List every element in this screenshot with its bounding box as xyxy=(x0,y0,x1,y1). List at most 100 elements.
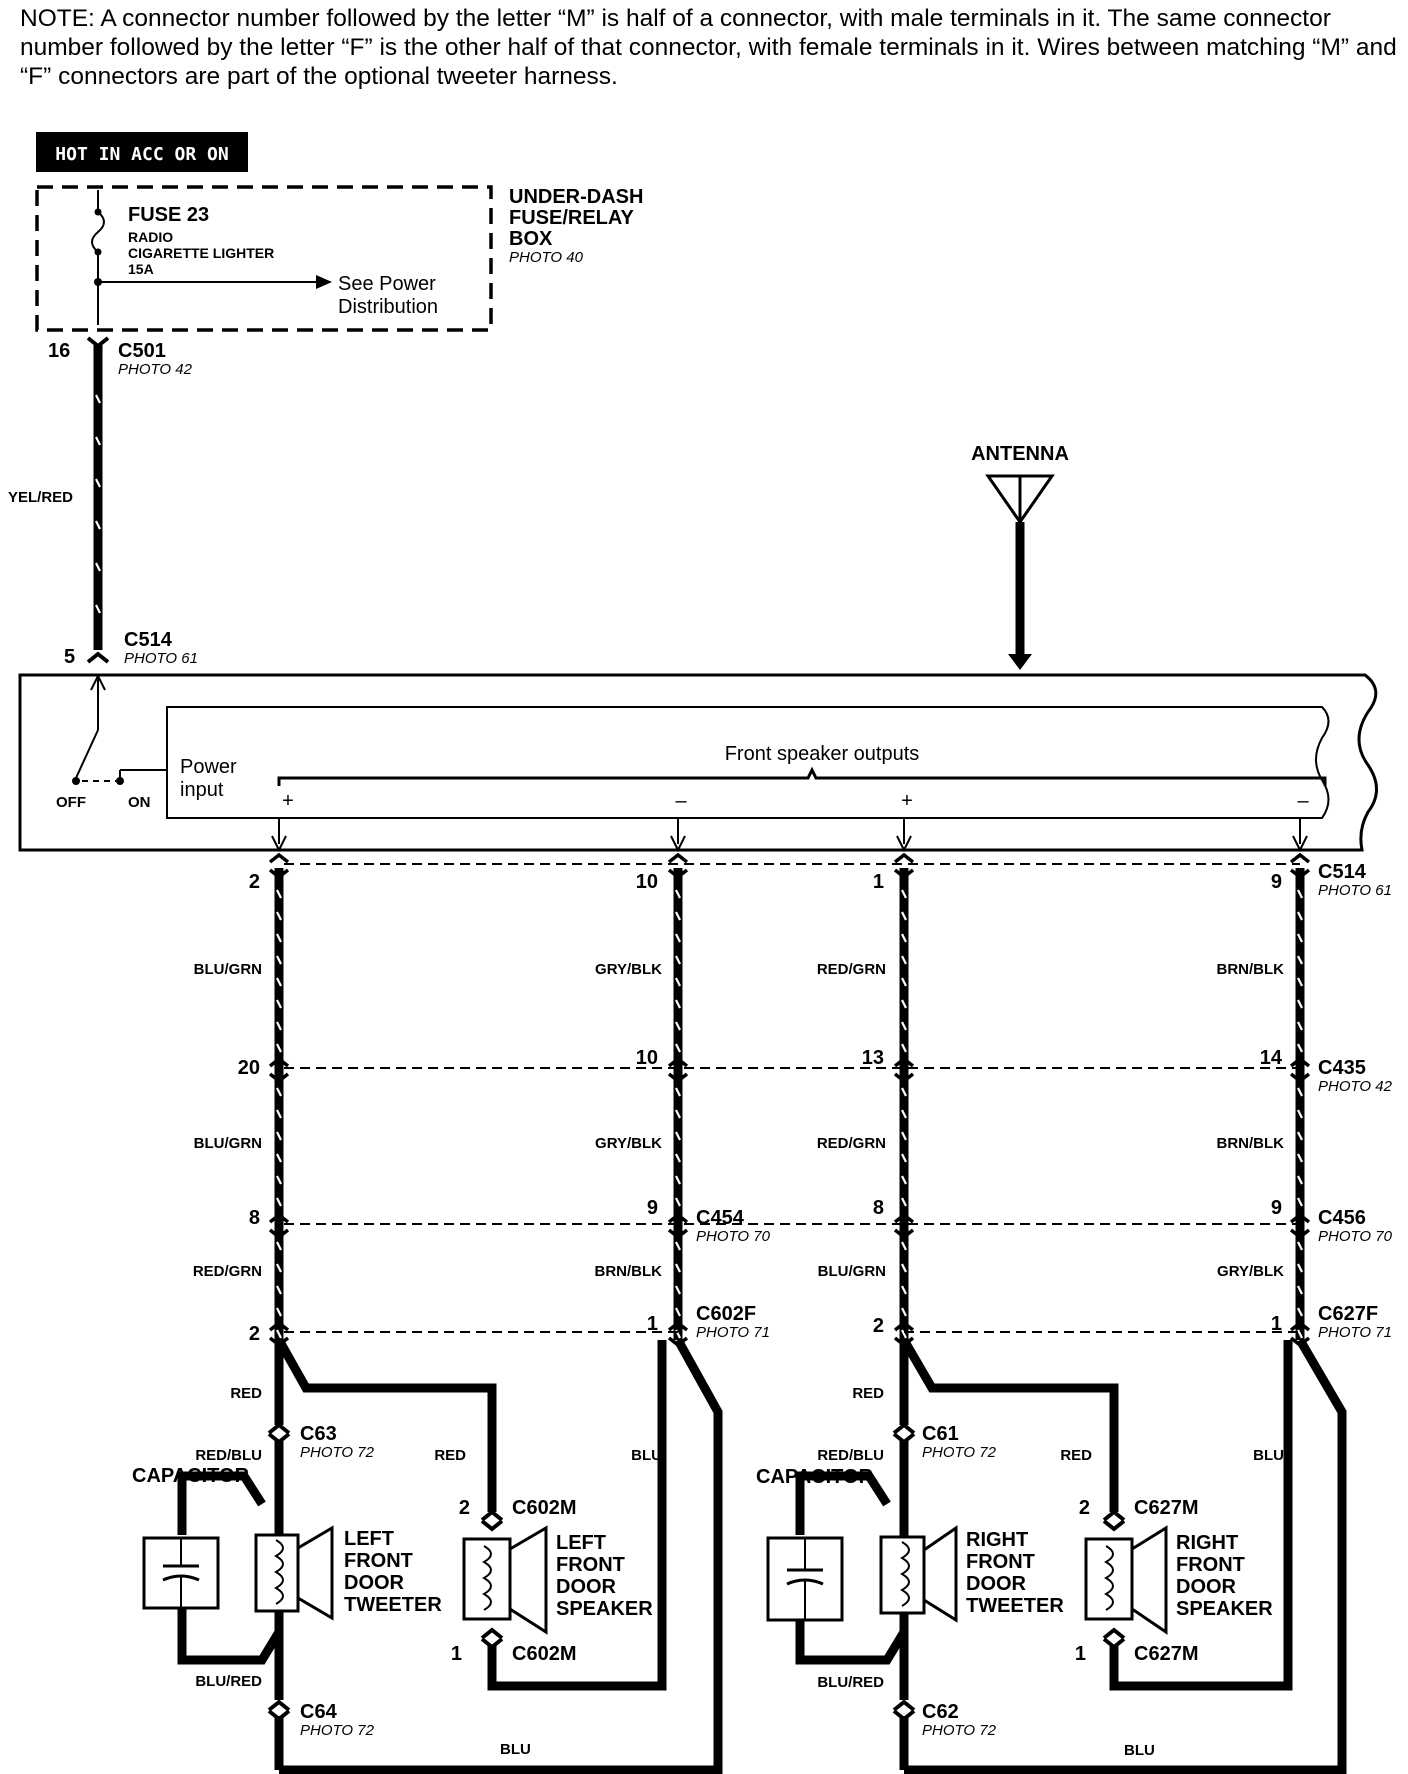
row2-pin-3: 13 xyxy=(862,1047,884,1069)
box-name-line2: FUSE/RELAY xyxy=(509,207,635,229)
wire-hatch xyxy=(1297,1043,1303,1053)
power-wire-color: YEL/RED xyxy=(8,489,73,506)
wire-hatch xyxy=(1297,999,1303,1009)
wire-hatch xyxy=(276,1109,282,1119)
left-tweeter-name-1: LEFT xyxy=(344,1528,394,1550)
wire-hatch xyxy=(901,889,907,899)
left-speaker-name-3: DOOR xyxy=(556,1576,617,1598)
wire-hatch xyxy=(276,1263,282,1273)
row4-connector-right: C627F xyxy=(1318,1303,1378,1325)
right-speaker-name-4: SPEAKER xyxy=(1176,1598,1273,1620)
connector-chevron xyxy=(667,852,689,880)
right-speaker-pin-top: 2 xyxy=(1079,1497,1090,1519)
left-tweeter-name-2: FRONT xyxy=(344,1550,413,1572)
wire-hatch xyxy=(901,1285,907,1295)
row4-pin-3: 2 xyxy=(873,1315,884,1337)
wire-hatch xyxy=(276,1307,282,1317)
polarity-4: – xyxy=(1297,790,1309,812)
left-blu-mid: BLU xyxy=(631,1447,662,1464)
seg3-color-1: RED/GRN xyxy=(193,1263,262,1280)
left-speaker-icon xyxy=(462,1525,548,1635)
seg1-color-3: RED/GRN xyxy=(817,961,886,978)
right-speaker-wiring xyxy=(795,1337,1347,1774)
c501-photo: PHOTO 42 xyxy=(118,361,193,378)
wire-hatch xyxy=(1297,1285,1303,1295)
wire-hatch xyxy=(1297,933,1303,943)
row3-pin-3: 8 xyxy=(873,1197,884,1219)
left-bottom-connector-photo: PHOTO 72 xyxy=(300,1722,375,1739)
wire-hatch xyxy=(276,1153,282,1163)
fuse-name: FUSE 23 xyxy=(128,204,209,226)
wire-hatch xyxy=(675,955,681,965)
wire-hatch xyxy=(276,977,282,987)
row2-pin-2: 10 xyxy=(636,1047,658,1069)
right-blu-red: BLU/RED xyxy=(817,1674,884,1691)
wire-hatch xyxy=(675,1043,681,1053)
left-capacitor-label: CAPACITOR xyxy=(132,1465,250,1487)
wire-hatch xyxy=(1297,977,1303,987)
row2-connector: C435 xyxy=(1318,1057,1366,1079)
polarity-2: – xyxy=(675,790,687,812)
note-text: NOTE: A connector number followed by the… xyxy=(20,5,1397,90)
wire-hatch xyxy=(675,1285,681,1295)
right-blu-mid: BLU xyxy=(1253,1447,1284,1464)
row3-photo-right: PHOTO 70 xyxy=(1318,1228,1393,1245)
right-bottom-connector-photo: PHOTO 72 xyxy=(922,1722,997,1739)
wire-hatch xyxy=(675,911,681,921)
right-speaker-name-2: FRONT xyxy=(1176,1554,1245,1576)
fuse-23-icon xyxy=(91,190,105,325)
row2-photo: PHOTO 42 xyxy=(1318,1078,1393,1095)
c514-power-photo: PHOTO 61 xyxy=(124,650,198,667)
c514-power-connector-icon xyxy=(86,651,110,664)
row3-pin-2: 9 xyxy=(647,1197,658,1219)
wire-hatch xyxy=(901,1021,907,1031)
box-name-line1: UNDER-DASH xyxy=(509,186,643,208)
power-wire xyxy=(93,345,103,650)
row3-pin-1: 8 xyxy=(249,1207,260,1229)
left-blu-red: BLU/RED xyxy=(195,1673,262,1690)
connector-chevron xyxy=(268,1056,290,1084)
row3-photo-left: PHOTO 70 xyxy=(696,1228,771,1245)
c514-power-pin: 5 xyxy=(64,646,75,668)
wire-hatch xyxy=(675,1307,681,1317)
switch-off-label: OFF xyxy=(56,794,86,811)
wire-hatch xyxy=(276,911,282,921)
polarity-1: + xyxy=(282,790,294,812)
wire-hatch xyxy=(675,933,681,943)
polarity-3: + xyxy=(901,790,913,812)
wire-hatch xyxy=(276,1285,282,1295)
row1-pin-1: 2 xyxy=(249,871,260,893)
left-speaker-connector-top: C602M xyxy=(512,1497,576,1519)
wire-hatch xyxy=(675,1175,681,1185)
box-name-line3: BOX xyxy=(509,228,553,250)
wire-hatch xyxy=(1297,955,1303,965)
wire-hatch xyxy=(276,1329,282,1339)
row3-pin-4: 9 xyxy=(1271,1197,1282,1219)
left-speaker-name-2: FRONT xyxy=(556,1554,625,1576)
left-speaker-wiring xyxy=(177,1337,723,1774)
wire-hatch xyxy=(675,1263,681,1273)
right-tweeter-name-1: RIGHT xyxy=(966,1529,1028,1551)
wire-hatch xyxy=(1297,1307,1303,1317)
seg2-color-2: GRY/BLK xyxy=(595,1135,662,1152)
wire-hatch xyxy=(675,999,681,1009)
left-tweeter-name-4: TWEETER xyxy=(344,1594,442,1616)
connector-chevron xyxy=(893,1056,915,1084)
connector-chevron xyxy=(1289,1056,1311,1084)
right-tweeter-name-3: DOOR xyxy=(966,1573,1027,1595)
row4-pin-2: 1 xyxy=(647,1313,658,1335)
wire-hatch xyxy=(901,1307,907,1317)
wire-hatch xyxy=(675,1131,681,1141)
wire-hatch xyxy=(276,1087,282,1097)
connector-chevron xyxy=(893,1212,915,1240)
seg2-color-4: BRN/BLK xyxy=(1217,1135,1285,1152)
row2-pin-1: 20 xyxy=(238,1057,260,1079)
wire-hatch xyxy=(276,1131,282,1141)
fuse-circuit-radio: RADIO xyxy=(128,229,173,245)
wire-hatch xyxy=(901,1109,907,1119)
seg1-color-2: GRY/BLK xyxy=(595,961,662,978)
outputs-brace-icon xyxy=(277,766,1327,786)
wire-hatch xyxy=(901,911,907,921)
hot-label: HOT IN ACC OR ON xyxy=(36,132,248,172)
